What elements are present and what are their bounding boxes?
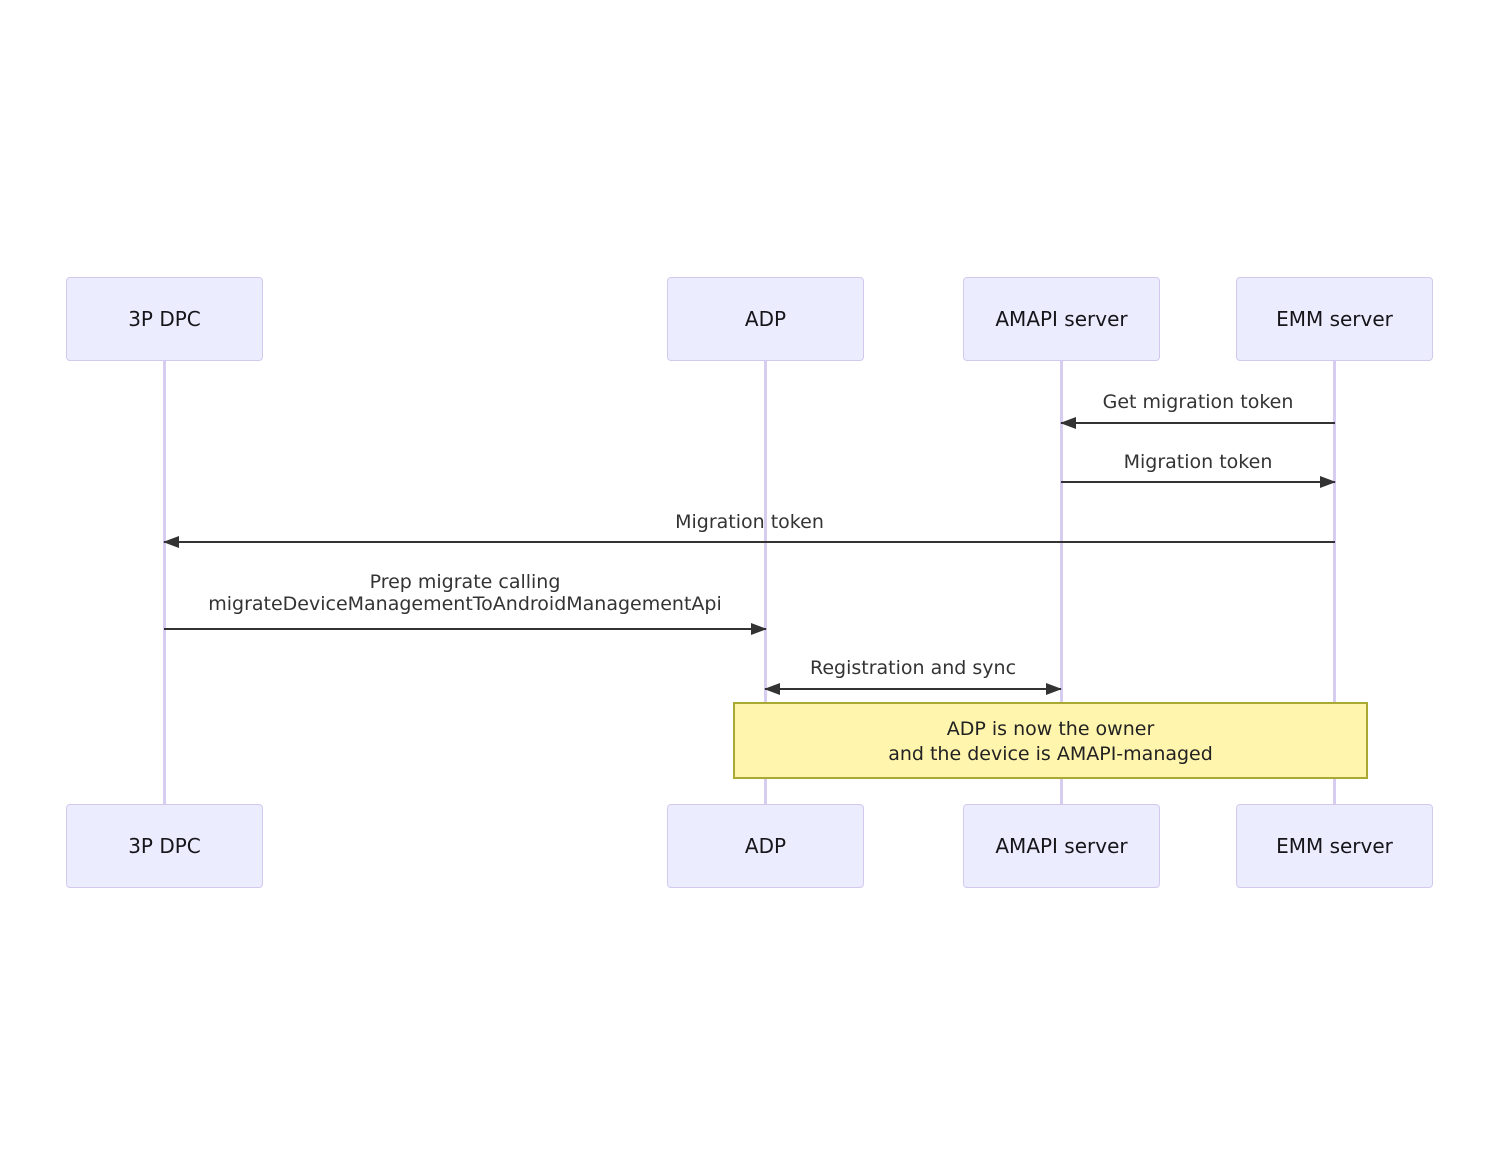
message-label: Migration token — [1123, 451, 1273, 473]
message-label: Prep migrate calling migrateDeviceManage… — [164, 571, 766, 616]
message-arrow — [164, 623, 767, 635]
actor-bottom-3p-dpc: 3P DPC — [66, 804, 263, 888]
actor-label: 3P DPC — [128, 307, 201, 331]
message-get-migration-token: Get migration token — [1060, 391, 1335, 429]
message-label-line1: Prep migrate calling — [369, 571, 561, 593]
message-registration-and-sync: Registration and sync — [764, 657, 1062, 695]
actor-bottom-amapi-server: AMAPI server — [963, 804, 1160, 888]
message-arrow — [764, 683, 1062, 695]
message-arrow — [1061, 476, 1336, 488]
actor-label: AMAPI server — [995, 834, 1128, 858]
arrowhead-right-icon — [751, 623, 767, 635]
actor-label: AMAPI server — [995, 307, 1128, 331]
lifeline-emm-server — [1333, 361, 1336, 804]
message-migration-token-to-dpc: Migration token — [163, 511, 1335, 548]
lifeline-amapi-server — [1060, 361, 1063, 804]
actor-label: 3P DPC — [128, 834, 201, 858]
actor-top-adp: ADP — [667, 277, 864, 361]
message-prep-migrate: Prep migrate calling migrateDeviceManage… — [164, 571, 767, 635]
arrowhead-left-icon — [163, 536, 179, 548]
actor-label: ADP — [744, 307, 787, 331]
message-label-line2: migrateDeviceManagementToAndroidManageme… — [208, 593, 722, 615]
message-migration-token-to-emm: Migration token — [1061, 451, 1336, 488]
arrowhead-right-icon — [1046, 683, 1062, 695]
lifeline-3p-dpc — [163, 361, 166, 804]
actor-top-amapi-server: AMAPI server — [963, 277, 1160, 361]
note-line2: and the device is AMAPI-managed — [888, 743, 1213, 765]
actor-label: ADP — [744, 834, 787, 858]
actor-label: EMM server — [1276, 834, 1393, 858]
message-arrow — [163, 536, 1335, 548]
arrowhead-right-icon — [1320, 476, 1336, 488]
message-label: Registration and sync — [809, 657, 1017, 679]
actor-label: EMM server — [1276, 307, 1393, 331]
actor-bottom-adp: ADP — [667, 804, 864, 888]
lifeline-adp — [764, 361, 767, 804]
note-line1: ADP is now the owner — [946, 718, 1155, 740]
actor-top-3p-dpc: 3P DPC — [66, 277, 263, 361]
note-adp-owner: ADP is now the owner and the device is A… — [733, 702, 1368, 779]
message-label: Get migration token — [1102, 391, 1294, 413]
message-label: Migration token — [675, 511, 824, 533]
actor-top-emm-server: EMM server — [1236, 277, 1433, 361]
arrowhead-left-icon — [764, 683, 780, 695]
actor-bottom-emm-server: EMM server — [1236, 804, 1433, 888]
message-arrow — [1060, 417, 1335, 429]
arrowhead-left-icon — [1060, 417, 1076, 429]
